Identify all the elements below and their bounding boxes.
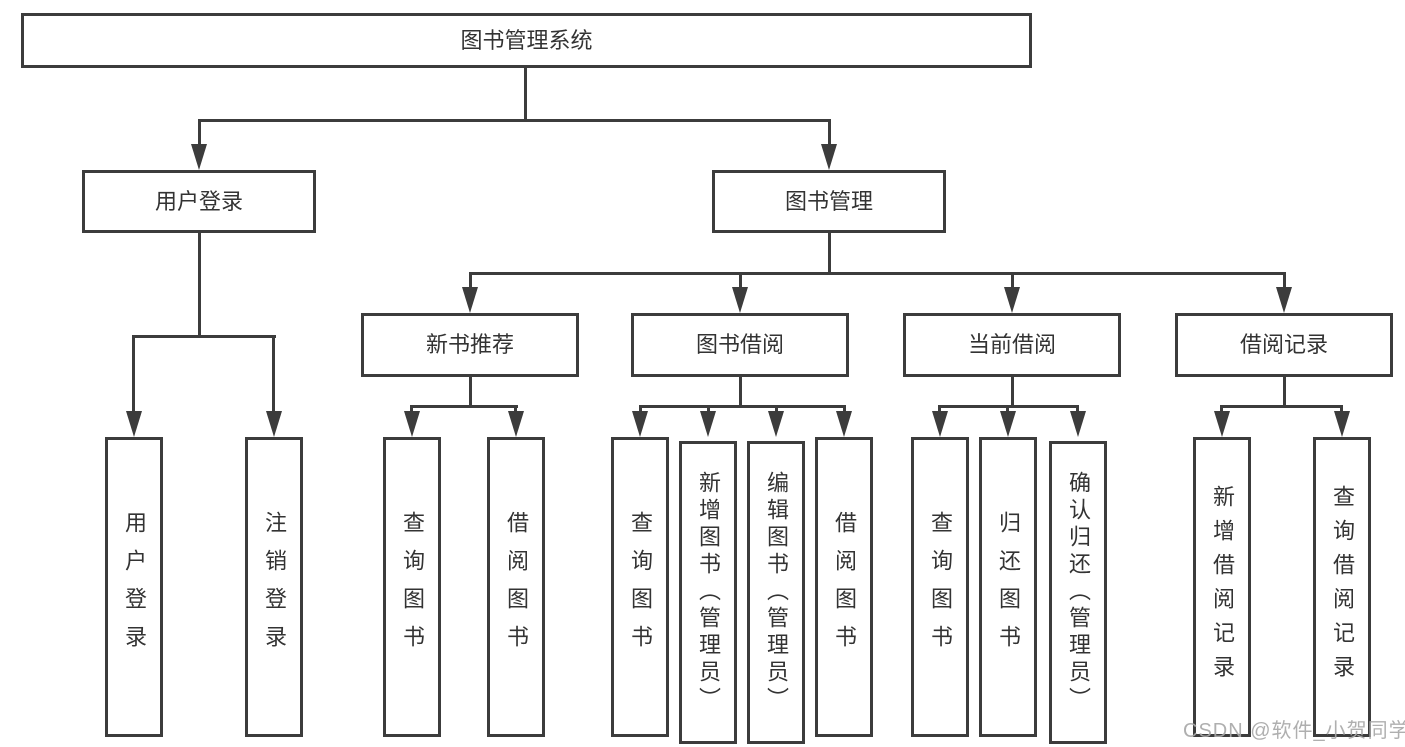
connector-drop-leaf-user-login (132, 335, 135, 415)
node-label: 借阅记录 (1239, 332, 1328, 357)
connector-drop (843, 405, 846, 415)
leaf-query-books-current: 查询图书 (911, 437, 969, 737)
leaf-label: 新增图书（管理员） (696, 471, 721, 714)
arrowhead-leaf (700, 411, 716, 437)
arrowhead-leaf (1000, 411, 1016, 437)
arrowhead-leaf (1214, 411, 1230, 437)
connector-drop (1006, 405, 1009, 415)
connector-drop-book-borrow (739, 272, 742, 290)
connector-drop-current-borrow (1011, 272, 1014, 290)
leaf-label: 确认归还（管理员） (1066, 471, 1091, 714)
connector-drop-new-book-rec (469, 272, 472, 290)
connector-drop-book-mgmt (828, 119, 831, 147)
node-label: 图书管理系统 (460, 27, 593, 53)
node-label: 图书管理 (784, 188, 873, 214)
connector-drop-user-login (198, 119, 201, 147)
connector-user-login-stub (198, 233, 201, 338)
connector-drop (1220, 405, 1223, 415)
connector-new-book-rec-stub (469, 377, 472, 407)
connector-borrow-records-stub (1283, 377, 1286, 407)
leaf-add-book-admin: 新增图书（管理员） (679, 441, 737, 744)
connector-user-login-hline (132, 335, 276, 338)
arrowhead-leaf-logout (266, 411, 282, 437)
connector-drop-leaf-logout (272, 335, 275, 415)
connector-drop-borrow-records (1283, 272, 1286, 290)
arrowhead-leaf (508, 411, 524, 437)
arrowhead-borrow-records (1276, 287, 1292, 313)
arrowhead-leaf (932, 411, 948, 437)
connector-drop (775, 405, 778, 415)
leaf-label: 借阅图书 (504, 511, 529, 663)
node-label: 图书借阅 (695, 332, 784, 357)
node-book-borrowing: 图书借阅 (631, 313, 849, 377)
node-borrowing-records: 借阅记录 (1175, 313, 1393, 377)
arrowhead-leaf-user-login (126, 411, 142, 437)
arrowhead-leaf (836, 411, 852, 437)
leaf-add-borrow-record: 新增借阅记录 (1193, 437, 1251, 737)
connector-root-hline (198, 119, 831, 122)
leaf-borrow-books-recommendation: 借阅图书 (487, 437, 545, 737)
connector-drop (1340, 405, 1343, 415)
leaf-label: 借阅图书 (832, 511, 857, 663)
leaf-label: 查询图书 (400, 511, 425, 663)
arrowhead-leaf (1334, 411, 1350, 437)
connector-drop (1076, 405, 1079, 415)
leaf-label: 查询借阅记录 (1330, 485, 1355, 689)
connector-drop (410, 405, 413, 415)
node-user-login: 用户登录 (82, 170, 316, 233)
connector-root-stub (524, 68, 527, 120)
leaf-query-books-borrowing: 查询图书 (611, 437, 669, 737)
node-label: 当前借阅 (967, 332, 1056, 357)
arrowhead-current-borrow (1004, 287, 1020, 313)
connector-drop (707, 405, 710, 415)
leaf-confirm-return-admin: 确认归还（管理员） (1049, 441, 1107, 744)
connector-drop (514, 405, 517, 415)
arrowhead-leaf (768, 411, 784, 437)
node-book-management: 图书管理 (712, 170, 946, 233)
connector-new-book-rec-hline (410, 405, 518, 408)
leaf-edit-book-admin: 编辑图书（管理员） (747, 441, 805, 744)
leaf-label: 用户登录 (122, 511, 147, 663)
leaf-borrow-books-borrowing: 借阅图书 (815, 437, 873, 737)
connector-book-mgmt-hline (469, 272, 1286, 275)
leaf-label: 编辑图书（管理员） (764, 471, 789, 714)
leaf-logout: 注销登录 (245, 437, 303, 737)
arrowhead-book-mgmt (821, 144, 837, 170)
connector-drop (938, 405, 941, 415)
node-label: 用户登录 (154, 188, 243, 214)
leaf-return-book: 归还图书 (979, 437, 1037, 737)
arrowhead-book-borrow (732, 287, 748, 313)
leaf-label: 新增借阅记录 (1210, 485, 1235, 689)
arrowhead-new-book-rec (462, 287, 478, 313)
node-current-borrowing: 当前借阅 (903, 313, 1121, 377)
connector-book-borrow-hline (639, 405, 845, 408)
connector-drop (639, 405, 642, 415)
arrowhead-leaf (1070, 411, 1086, 437)
leaf-label: 注销登录 (262, 511, 287, 663)
leaf-label: 查询图书 (628, 511, 653, 663)
leaf-label: 查询图书 (928, 511, 953, 663)
csdn-watermark: CSDN @软件_小贺同学 (1183, 720, 1405, 742)
arrowhead-user-login (191, 144, 207, 170)
arrowhead-leaf (404, 411, 420, 437)
node-new-book-recommendation: 新书推荐 (361, 313, 579, 377)
leaf-query-books-recommendation: 查询图书 (383, 437, 441, 737)
connector-borrow-records-hline (1220, 405, 1343, 408)
node-library-management-system: 图书管理系统 (21, 13, 1032, 68)
node-label: 新书推荐 (425, 332, 514, 357)
leaf-user-login: 用户登录 (105, 437, 163, 737)
arrowhead-leaf (632, 411, 648, 437)
connector-book-mgmt-stub (828, 233, 831, 274)
connector-current-borrow-stub (1011, 377, 1014, 407)
leaf-query-borrow-record: 查询借阅记录 (1313, 437, 1371, 737)
leaf-label: 归还图书 (996, 511, 1021, 663)
connector-book-borrow-stub (739, 377, 742, 407)
